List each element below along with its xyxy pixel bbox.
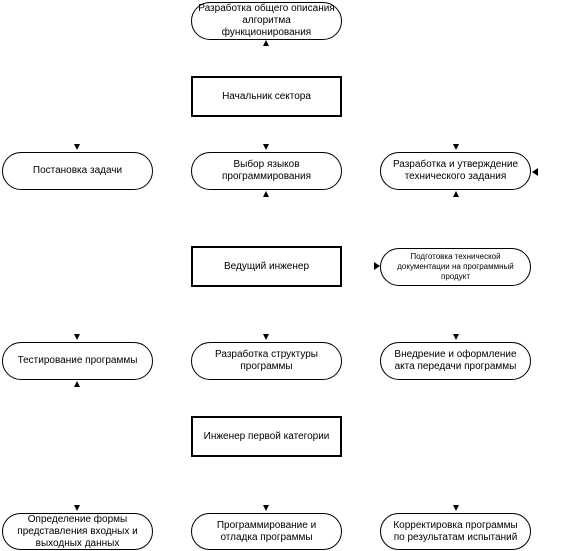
node-technical-spec: Разработка и утверждение технического за…	[380, 152, 531, 190]
arrow-down-icon	[263, 144, 269, 150]
node-technical-documentation: Подготовка технической документации на п…	[380, 248, 531, 286]
arrow-up-icon	[74, 381, 80, 387]
node-testing: Тестирование программы	[2, 342, 153, 380]
node-deployment-act: Внедрение и оформление акта передачи про…	[380, 342, 531, 380]
arrow-down-icon	[74, 505, 80, 511]
arrow-down-icon	[74, 334, 80, 340]
role-first-category-engineer: Инженер первой категории	[191, 416, 342, 457]
arrow-up-icon	[263, 191, 269, 197]
node-io-format-definition: Определение формы представления входных …	[2, 513, 153, 550]
arrow-right-icon	[374, 262, 380, 270]
arrow-down-icon	[74, 144, 80, 150]
node-algorithm-description: Разработка общего описания алгоритма фун…	[191, 2, 342, 40]
arrow-down-icon	[453, 144, 459, 150]
role-lead-engineer: Ведущий инженер	[191, 246, 342, 287]
role-sector-head: Начальник сектора	[191, 76, 342, 117]
arrow-down-icon	[263, 334, 269, 340]
node-program-correction: Корректировка программы по результатам и…	[380, 513, 531, 550]
node-language-selection: Выбор языков программирования	[191, 152, 342, 190]
arrow-down-icon	[453, 505, 459, 511]
arrow-down-icon	[263, 505, 269, 511]
node-coding-debugging: Программирование и отладка программы	[191, 513, 342, 550]
arrow-down-icon	[453, 334, 459, 340]
node-problem-statement: Постановка задачи	[2, 152, 153, 190]
arrow-up-icon	[453, 191, 459, 197]
arrow-up-icon	[263, 40, 269, 46]
node-program-structure: Разработка структуры программы	[191, 342, 342, 380]
arrow-left-icon	[532, 168, 538, 176]
